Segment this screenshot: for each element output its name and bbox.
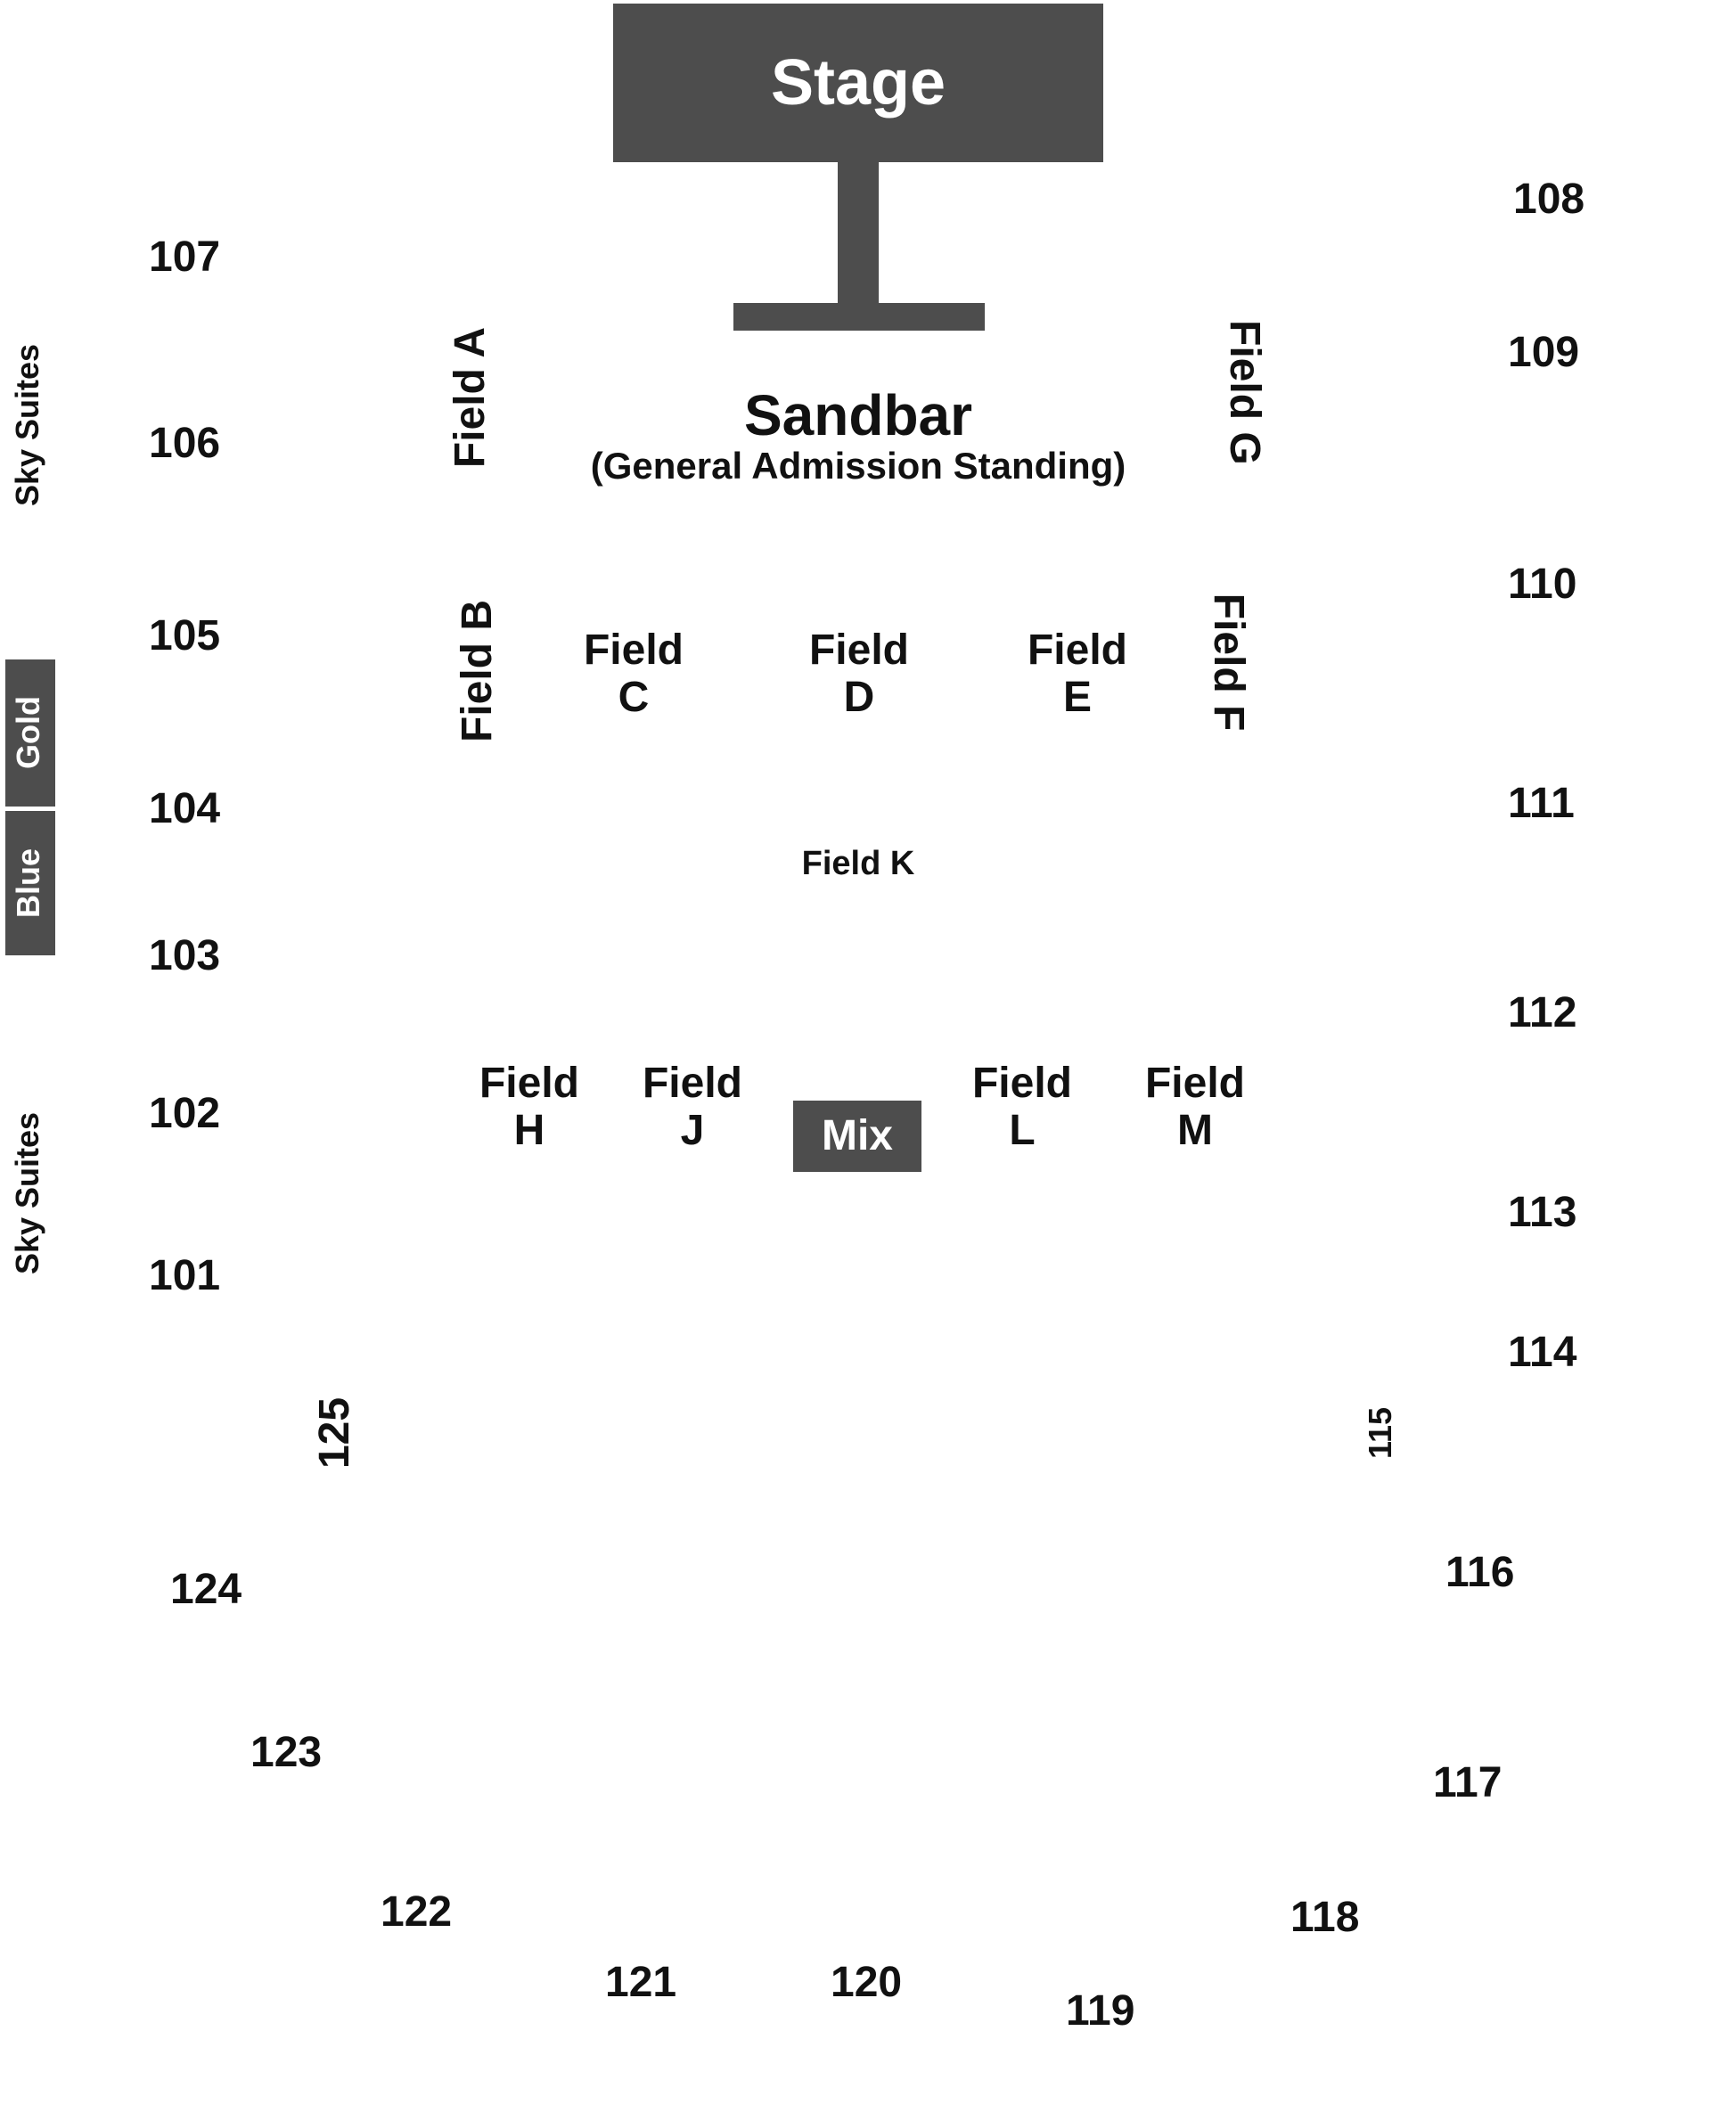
- section-107[interactable]: 107: [149, 233, 221, 281]
- field-b[interactable]: Field B: [454, 599, 501, 742]
- mix-label: Mix: [821, 1112, 893, 1159]
- blue-suite-label: Blue: [10, 848, 46, 919]
- field-l[interactable]: Field L: [971, 1060, 1072, 1154]
- field-j[interactable]: Field J: [642, 1060, 742, 1154]
- field-k[interactable]: Field K: [801, 845, 915, 882]
- sandbar-title[interactable]: Sandbar: [743, 383, 973, 447]
- section-102[interactable]: 102: [149, 1090, 221, 1137]
- section-116[interactable]: 116: [1445, 1549, 1515, 1596]
- section-110[interactable]: 110: [1508, 561, 1577, 608]
- field-m[interactable]: Field M: [1144, 1060, 1245, 1154]
- section-113[interactable]: 113: [1508, 1189, 1577, 1236]
- stage-block[interactable]: Stage: [613, 4, 1103, 162]
- section-106[interactable]: 106: [149, 420, 221, 467]
- section-112[interactable]: 112: [1508, 989, 1577, 1036]
- stage-runway: [838, 162, 879, 305]
- field-g[interactable]: Field G: [1221, 320, 1268, 465]
- section-111[interactable]: 111: [1508, 780, 1575, 827]
- section-108[interactable]: 108: [1513, 176, 1585, 223]
- section-103[interactable]: 103: [149, 932, 221, 979]
- gold-suite-label: Gold: [10, 696, 46, 769]
- sky-suites-lower-label[interactable]: Sky Suites: [9, 1111, 45, 1275]
- field-c[interactable]: Field C: [583, 626, 684, 721]
- sandbar-subtitle: (General Admission Standing): [590, 445, 1126, 487]
- section-119[interactable]: 119: [1066, 1987, 1135, 2035]
- blue-suite-block[interactable]: Blue: [5, 811, 55, 955]
- section-121[interactable]: 121: [605, 1959, 677, 2006]
- section-117[interactable]: 117: [1433, 1759, 1503, 1806]
- section-118[interactable]: 118: [1290, 1894, 1360, 1941]
- section-105[interactable]: 105: [149, 612, 221, 659]
- gold-suite-block[interactable]: Gold: [5, 659, 55, 807]
- field-d[interactable]: Field D: [808, 626, 909, 721]
- section-123[interactable]: 123: [250, 1729, 323, 1776]
- section-115[interactable]: 115: [1362, 1406, 1398, 1460]
- section-124[interactable]: 124: [170, 1566, 242, 1613]
- stage-runway-bar: [733, 303, 985, 331]
- section-122[interactable]: 122: [381, 1888, 453, 1936]
- field-e[interactable]: Field E: [1027, 626, 1127, 721]
- field-a[interactable]: Field A: [446, 326, 494, 469]
- section-109[interactable]: 109: [1508, 329, 1580, 376]
- field-h[interactable]: Field H: [479, 1060, 579, 1154]
- field-f[interactable]: Field F: [1205, 593, 1252, 732]
- stage-label: Stage: [770, 47, 946, 119]
- mix-block[interactable]: Mix: [793, 1101, 921, 1172]
- section-101[interactable]: 101: [149, 1252, 221, 1299]
- section-120[interactable]: 120: [831, 1959, 903, 2006]
- section-104[interactable]: 104: [149, 785, 221, 832]
- sky-suites-upper-label[interactable]: Sky Suites: [9, 343, 45, 507]
- section-125[interactable]: 125: [311, 1396, 358, 1470]
- section-114[interactable]: 114: [1508, 1329, 1577, 1376]
